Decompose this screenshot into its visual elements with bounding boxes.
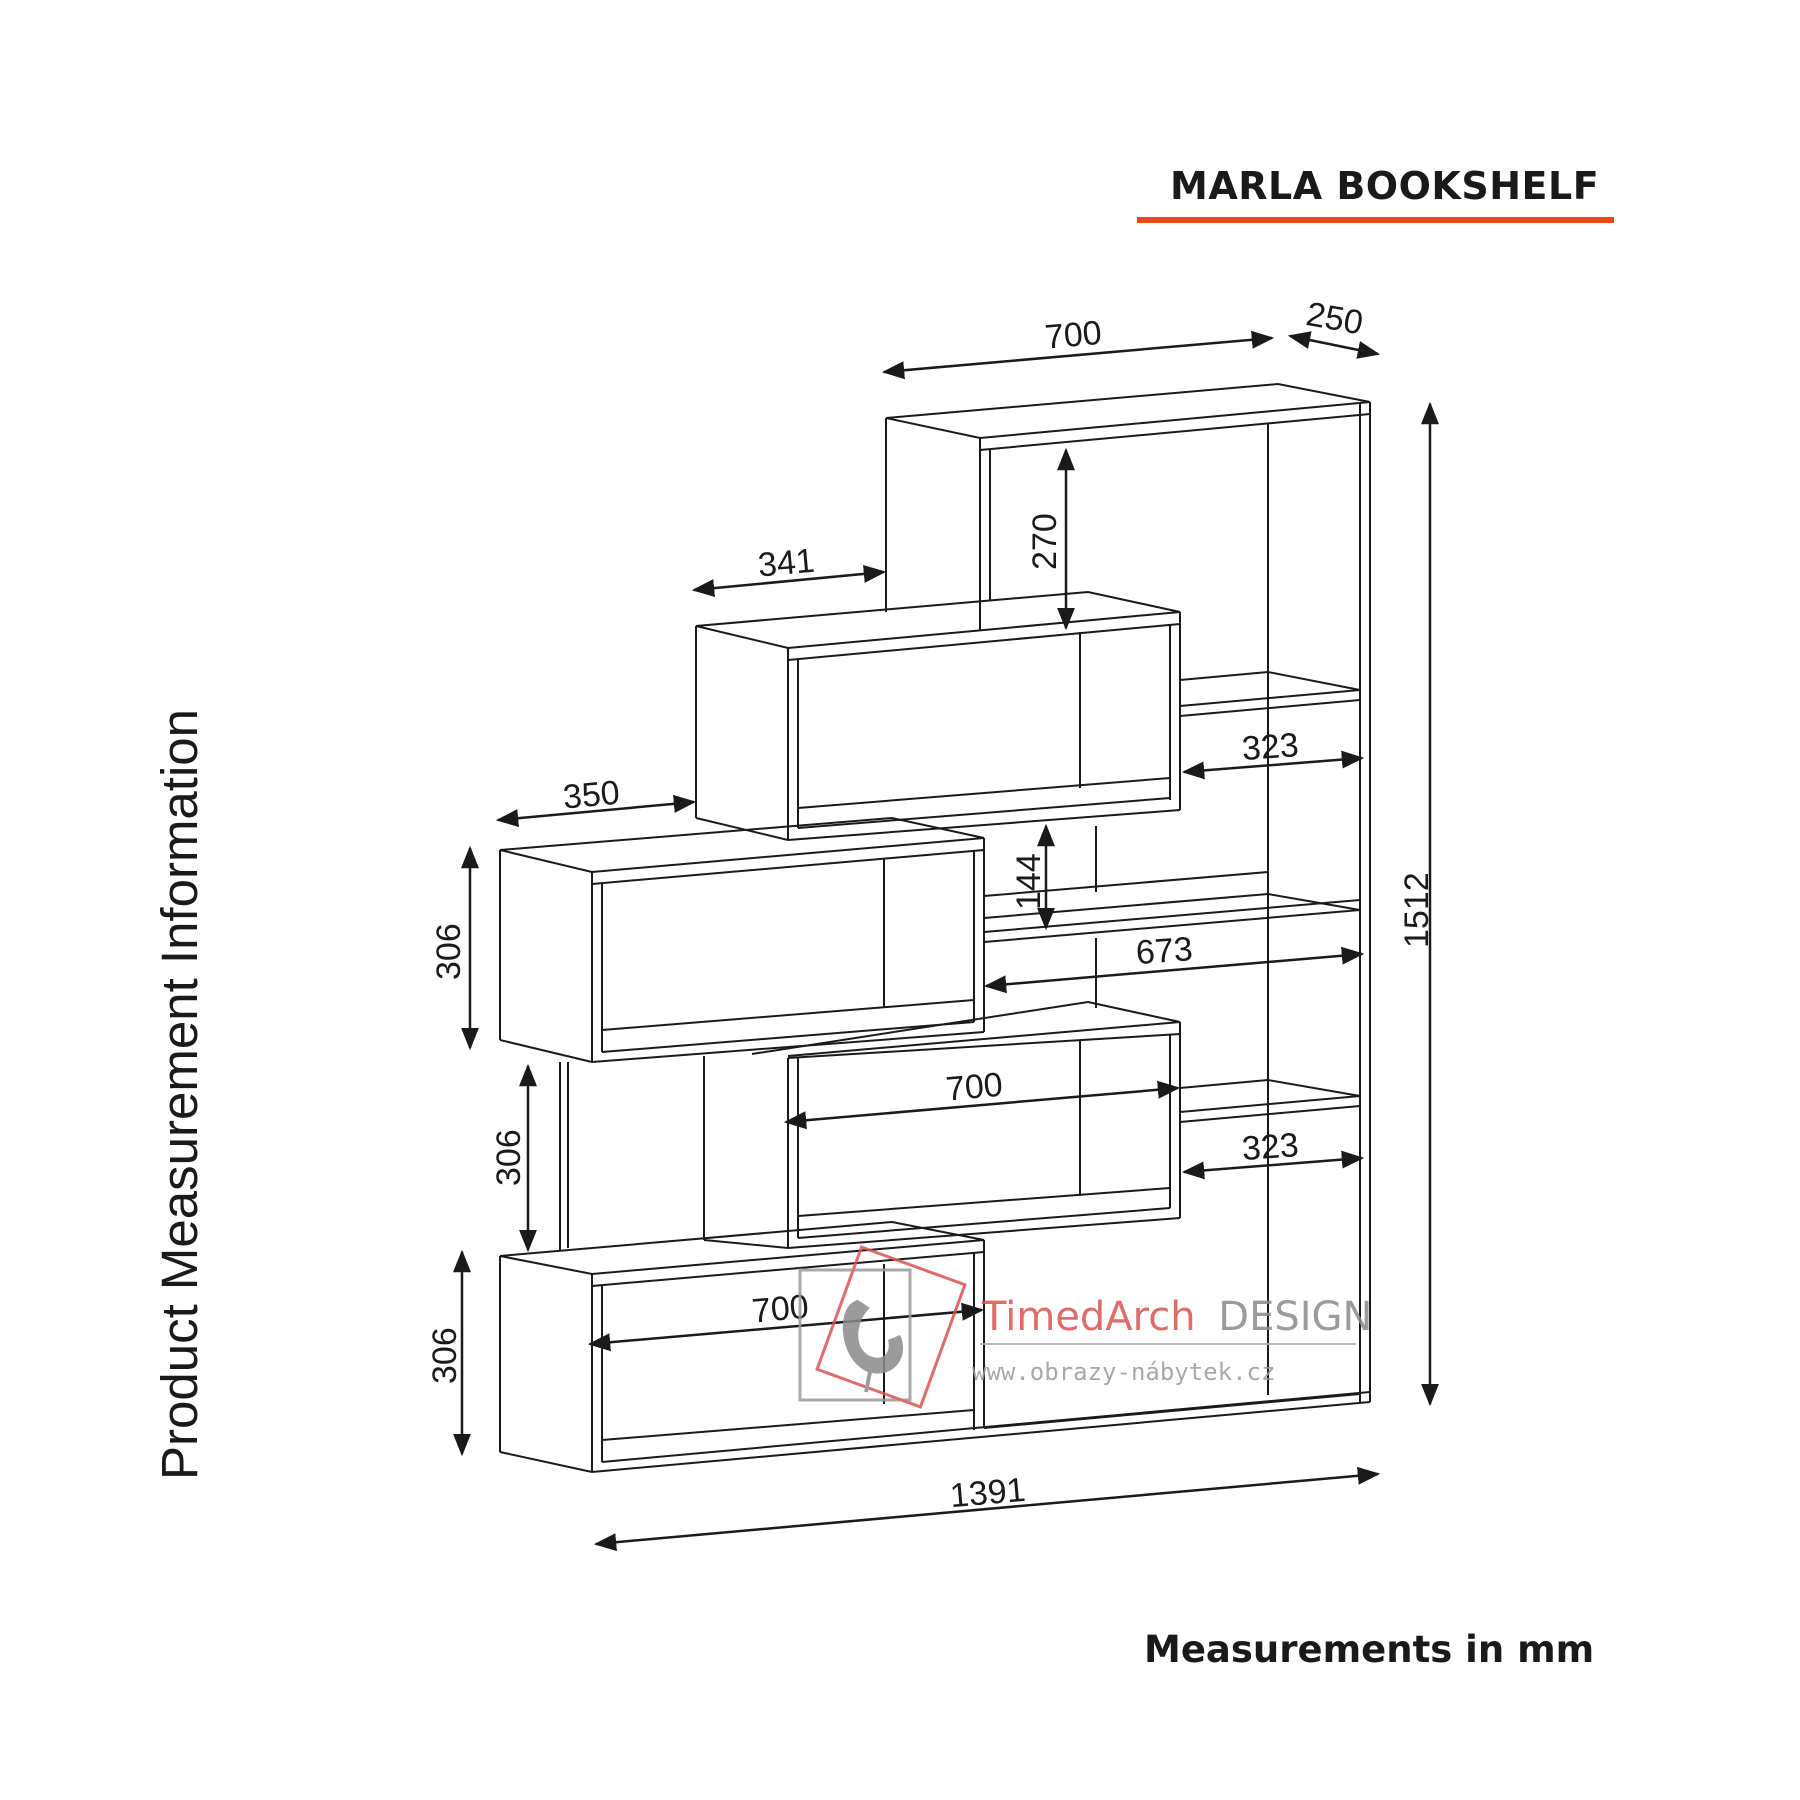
dim-right-shelf-lower: 323 [1241,1126,1300,1168]
dim-line-depth [1287,331,1381,359]
dim-lower-box-width: 700 [944,1066,1004,1109]
dim-total-height: 1512 [1398,872,1436,948]
title-underline [1137,217,1614,223]
dim-top-compartment-height: 270 [1026,513,1064,570]
dim-line-total-width [593,1466,1381,1552]
product-title: MARLA BOOKSHELF [1170,164,1600,208]
dim-line-lower-box-width [783,1080,1181,1130]
dim-line-left-step [495,794,697,828]
egg-chair-icon [798,1245,967,1409]
watermark-url: www.obrazy-nábytek.cz [972,1358,1275,1386]
watermark-brand-part1: TimedArch [981,1294,1196,1340]
dim-gap-height: 144 [1010,853,1048,910]
watermark-brand-part2: DESIGN [1218,1294,1372,1340]
dim-line-bottom-box-width [587,1302,985,1352]
dim-line-top-width [881,330,1275,380]
dim-upper-step: 341 [756,542,816,585]
dim-lower-gap-height: 306 [490,1129,528,1186]
watermark: TimedArch DESIGN www.obrazy-nábytek.cz [798,1245,1372,1409]
dim-bottom-box-height: 306 [426,1327,464,1384]
dim-left-step: 350 [561,774,621,817]
dim-depth: 250 [1303,295,1365,342]
dim-line-right-lower [1181,1150,1365,1180]
dim-line-upper-step [691,564,887,598]
dim-left-box-height: 306 [430,923,468,980]
dim-line-right-upper [1181,750,1365,780]
units-note: Measurements in mm [1144,1628,1595,1671]
dim-top-width: 700 [1043,314,1103,357]
dim-right-shelf-upper: 323 [1241,726,1300,768]
svg-text:TimedArch DESIGN: TimedArch DESIGN [981,1294,1372,1340]
dim-mid-width: 673 [1135,930,1194,972]
dim-total-width: 1391 [948,1471,1027,1515]
dim-line-mid-width [983,946,1365,994]
dimension-lines [453,330,1439,1552]
